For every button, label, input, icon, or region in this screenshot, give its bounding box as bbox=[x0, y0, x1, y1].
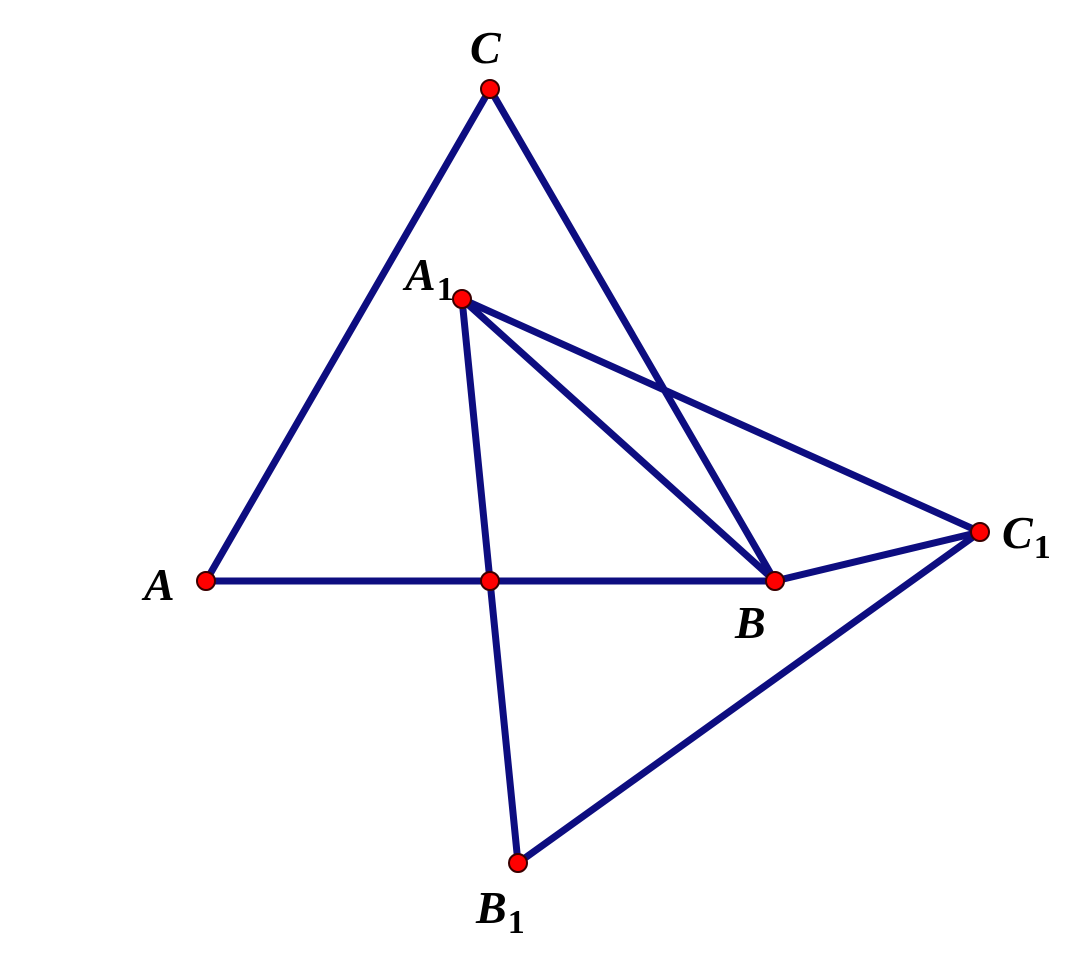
point-A1 bbox=[452, 289, 472, 309]
label-A1: A1 bbox=[405, 249, 454, 307]
label-B1: B1 bbox=[476, 882, 525, 940]
label-C1-subscript: 1 bbox=[1033, 529, 1051, 566]
label-B1-subscript: 1 bbox=[507, 904, 525, 941]
point-B bbox=[765, 571, 785, 591]
segment-BC bbox=[486, 85, 779, 585]
point-C1 bbox=[970, 522, 990, 542]
point-intersection-AB-A1B1 bbox=[480, 571, 500, 591]
label-B1-text: B bbox=[476, 882, 507, 933]
point-C bbox=[480, 79, 500, 99]
label-A1-text: A bbox=[405, 249, 436, 300]
label-A1-subscript: 1 bbox=[436, 271, 454, 308]
point-B1 bbox=[508, 853, 528, 873]
point-A bbox=[196, 571, 216, 591]
label-A: A bbox=[144, 562, 175, 608]
label-B-text: B bbox=[735, 597, 766, 648]
segment-C1A1 bbox=[458, 295, 984, 536]
segment-CA bbox=[202, 85, 494, 585]
label-C1-text: C bbox=[1002, 507, 1033, 558]
segments bbox=[202, 85, 984, 867]
label-B: B bbox=[735, 600, 766, 646]
label-A-text: A bbox=[144, 559, 175, 610]
segment-B1C1 bbox=[514, 528, 984, 867]
segment-A1B bbox=[458, 295, 779, 585]
points bbox=[196, 79, 990, 873]
label-C: C bbox=[470, 25, 501, 71]
label-C1: C1 bbox=[1002, 507, 1051, 565]
segment-BC1 bbox=[771, 528, 984, 585]
label-C-text: C bbox=[470, 22, 501, 73]
